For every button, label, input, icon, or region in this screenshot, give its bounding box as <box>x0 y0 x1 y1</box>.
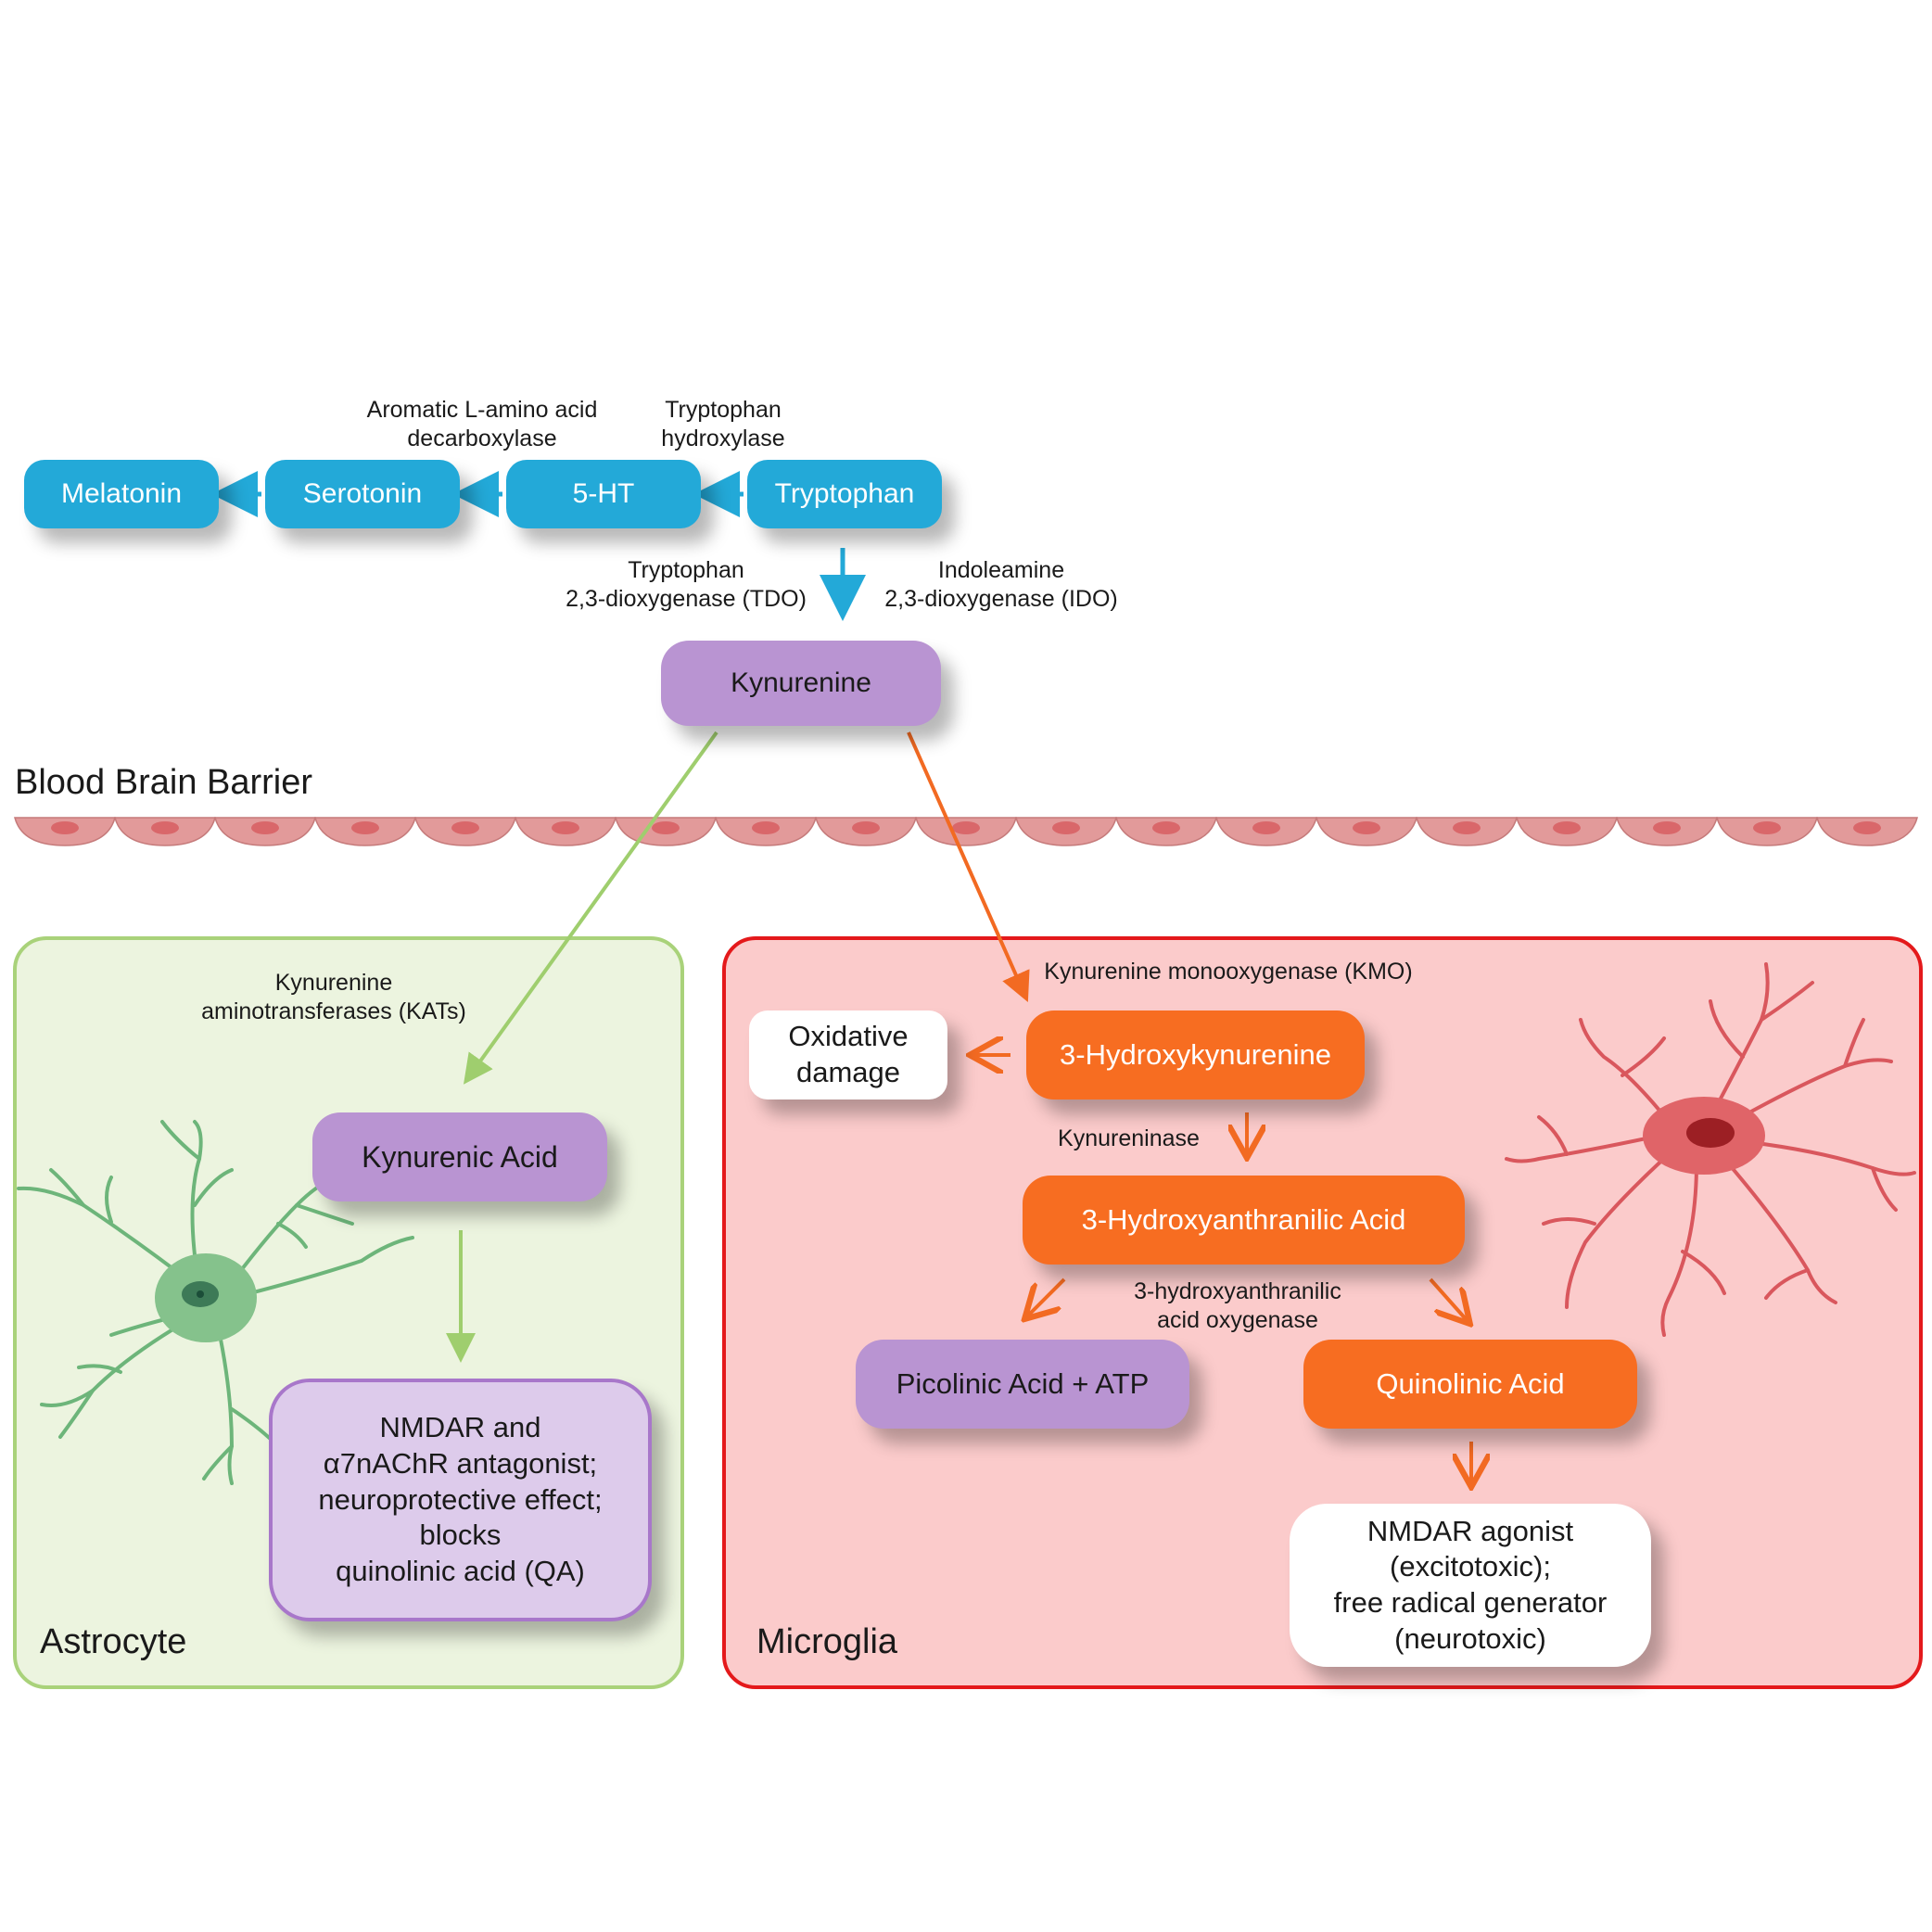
enzyme-kynureninase-label: Kynureninase <box>1058 1125 1200 1151</box>
arrow-hydroxyanthranilic-to-quinolinic <box>1429 1277 1468 1321</box>
barrier-cell-nucleus <box>451 821 479 834</box>
barrier-cell-nucleus <box>251 821 279 834</box>
astrocyte-nucleolus <box>197 1290 204 1298</box>
kynurenic-acid-effect-node: NMDAR and α7nAChR antagonist; neuroprote… <box>269 1379 652 1621</box>
barrier-cell-nucleus <box>51 821 79 834</box>
hydroxykynurenine-node: 3-Hydroxykynurenine <box>1026 1010 1365 1099</box>
barrier-cell-nucleus <box>552 821 579 834</box>
picolinic-acid-node: Picolinic Acid + ATP <box>856 1340 1189 1429</box>
barrier-cell-nucleus <box>752 821 780 834</box>
barrier-cell-nucleus <box>952 821 980 834</box>
oxidative-damage-node: Oxidative damage <box>749 1010 947 1099</box>
microglia-label: Microglia <box>756 1622 898 1661</box>
quinolinic-acid-effect-node: NMDAR agonist (excitotoxic); free radica… <box>1290 1504 1651 1667</box>
barrier-cell-nucleus <box>1553 821 1581 834</box>
enzyme-tdo-label: Tryptophan 2,3-dioxygenase (TDO) <box>566 557 807 613</box>
kynurenic-acid-node: Kynurenic Acid <box>312 1112 607 1201</box>
barrier-cell-nucleus <box>1052 821 1080 834</box>
enzyme-haao-label: 3-hydroxyanthranilic acid oxygenase <box>1134 1278 1341 1334</box>
barrier-cell-nucleus <box>1252 821 1280 834</box>
arrow-hydroxyanthranilic-to-picolinic <box>1027 1277 1066 1316</box>
arrow-kynurenine-to-hydroxykynurenine <box>907 731 1030 1002</box>
enzyme-kmo-label: Kynurenine monooxygenase (KMO) <box>1044 959 1413 985</box>
barrier-cell-nucleus <box>852 821 880 834</box>
tryptophan-node: Tryptophan <box>747 460 942 528</box>
pathway-arrows <box>211 471 1471 1483</box>
enzyme-tph-label: Tryptophan hydroxylase <box>661 397 785 452</box>
kynurenine-node: Kynurenine <box>661 641 941 726</box>
barrier-cell-nucleus <box>1453 821 1481 834</box>
astrocyte-label: Astrocyte <box>40 1622 187 1661</box>
enzyme-kats-label: Kynurenine aminotransferases (KATs) <box>201 970 466 1025</box>
blood-brain-barrier-cells <box>14 817 1918 846</box>
barrier-cell-nucleus <box>351 821 379 834</box>
quinolinic-acid-node: Quinolinic Acid <box>1303 1340 1637 1429</box>
barrier-cell-nucleus <box>151 821 179 834</box>
microglia-nucleus <box>1686 1118 1735 1148</box>
barrier-cell-nucleus <box>1853 821 1881 834</box>
barrier-cell-nucleus <box>652 821 680 834</box>
barrier-cell-nucleus <box>1152 821 1180 834</box>
five-ht-node: 5-HT <box>506 460 701 528</box>
enzyme-aadc-label: Aromatic L-amino acid decarboxylase <box>366 397 598 452</box>
microglia-cell-illustration <box>1505 962 1916 1337</box>
barrier-cell-nucleus <box>1753 821 1781 834</box>
serotonin-node: Serotonin <box>265 460 460 528</box>
enzyme-ido-label: Indoleamine 2,3-dioxygenase (IDO) <box>884 557 1118 613</box>
melatonin-node: Melatonin <box>24 460 219 528</box>
barrier-cell-nucleus <box>1353 821 1380 834</box>
blood-brain-barrier-label: Blood Brain Barrier <box>15 763 313 802</box>
hydroxyanthranilic-acid-node: 3-Hydroxyanthranilic Acid <box>1023 1176 1465 1265</box>
arrow-kynurenine-to-kynurenic-acid <box>463 731 718 1085</box>
barrier-cell-nucleus <box>1653 821 1681 834</box>
